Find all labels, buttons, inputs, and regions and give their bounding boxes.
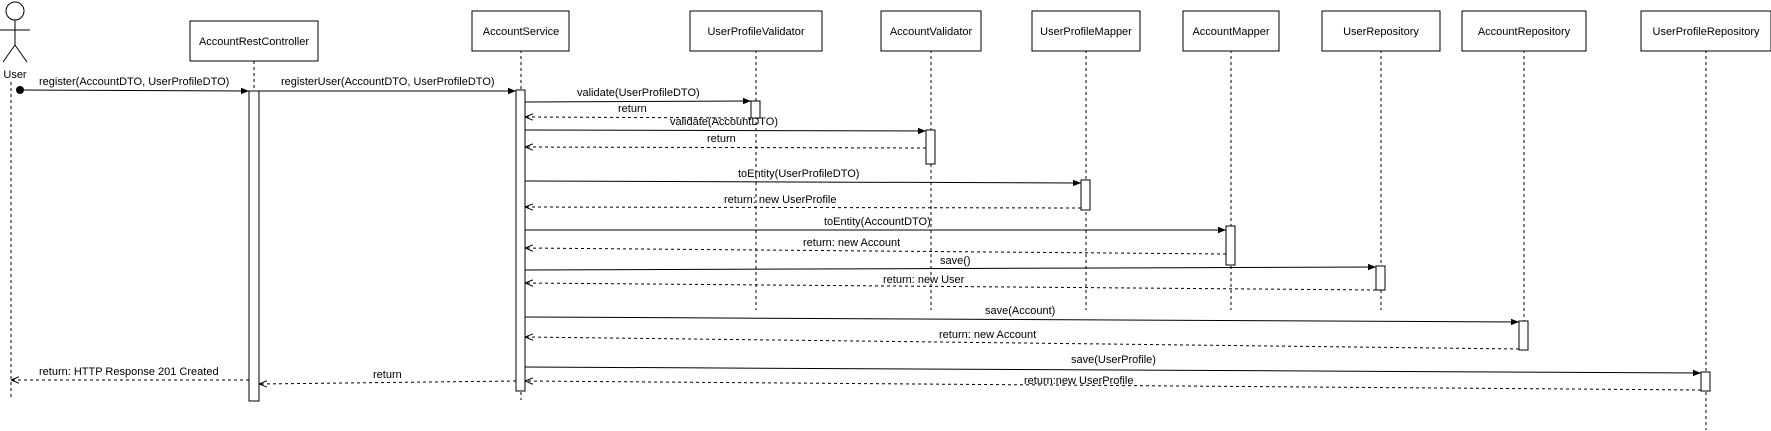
activation-bar xyxy=(515,89,526,392)
message-return-user-profile-validator: return xyxy=(525,103,752,118)
participant-label: UserProfileValidator xyxy=(707,26,804,38)
participant-box xyxy=(689,10,823,52)
participant-box xyxy=(471,10,570,52)
participant-label: UserProfileMapper xyxy=(1040,26,1132,38)
participant-label: AccountService xyxy=(483,26,559,38)
message-validate-user-profile: validate(UserProfileDTO) xyxy=(524,87,752,105)
participant-box xyxy=(1031,10,1141,52)
participant-user-profile-validator: UserProfileValidator xyxy=(689,10,823,310)
message-label: return: new Account xyxy=(803,237,900,249)
message-label: save(UserProfile) xyxy=(1071,354,1156,366)
activation-bar xyxy=(1518,320,1529,351)
activation-bar xyxy=(1375,265,1386,291)
participant-box xyxy=(1640,10,1771,52)
participant-account-repository: AccountRepository xyxy=(1461,10,1587,351)
participant-account-validator: AccountValidator xyxy=(880,10,982,310)
message-to-entity-account: toEntity(AccountDTO) xyxy=(525,216,1226,234)
message-return-account-repository: return: new Account xyxy=(525,329,1520,350)
message-save-user: save() xyxy=(524,255,1377,271)
activation-bar xyxy=(1080,179,1091,211)
participant-account-service: AccountService xyxy=(471,10,570,400)
message-label: validate(UserProfileDTO) xyxy=(577,87,700,99)
actor-user: User xyxy=(0,1,30,400)
participant-account-rest-controller: AccountRestController xyxy=(189,20,319,402)
participant-label: AccountRestController xyxy=(199,36,309,48)
message-save-account: save(Account) xyxy=(524,305,1520,326)
message-validate-account: validate(AccountDTO) xyxy=(524,116,927,135)
actor-user-label: User xyxy=(3,69,27,81)
message-return-account-mapper: return: new Account xyxy=(525,237,1227,255)
message-label: save() xyxy=(940,255,971,267)
message-to-entity-user-profile: toEntity(UserProfileDTO) xyxy=(524,168,1082,187)
message-return-account-service: return xyxy=(259,369,517,384)
participant-box xyxy=(1461,10,1587,52)
message-label: toEntity(UserProfileDTO) xyxy=(738,168,859,180)
participant-box xyxy=(1321,10,1441,52)
user-figure-icon xyxy=(0,1,30,63)
message-label: return: new User xyxy=(883,274,965,286)
message-label: return xyxy=(373,369,402,381)
message-label: return xyxy=(618,103,647,115)
message-label: return: new Account xyxy=(939,329,1036,341)
participant-box xyxy=(189,20,319,62)
message-save-user-profile: save(UserProfile) xyxy=(524,354,1702,377)
message-label: return: new UserProfile xyxy=(724,194,837,206)
participant-user-profile-repository: UserProfileRepository xyxy=(1640,10,1771,430)
message-return-user-profile-mapper: return: new UserProfile xyxy=(525,194,1082,208)
message-label: register(AccountDTO, UserProfileDTO) xyxy=(39,76,229,88)
message-label: return:new UserProfile xyxy=(1024,375,1133,387)
message-return-user-repository: return: new User xyxy=(525,274,1377,291)
message-label: registerUser(AccountDTO, UserProfileDTO) xyxy=(281,76,495,88)
participant-label: AccountRepository xyxy=(1478,26,1571,38)
message-register-user: registerUser(AccountDTO, UserProfileDTO) xyxy=(259,76,516,95)
message-register: register(AccountDTO, UserProfileDTO) xyxy=(16,76,250,95)
message-return-user-profile-repository: return:new UserProfile xyxy=(525,375,1702,391)
participant-box xyxy=(880,10,982,52)
message-label: save(Account) xyxy=(985,305,1055,317)
message-return-account-validator: return xyxy=(525,133,927,148)
message-label: validate(AccountDTO) xyxy=(670,116,778,128)
activation-bar xyxy=(750,100,761,119)
participant-label: AccountMapper xyxy=(1192,26,1269,38)
activation-bar xyxy=(1225,225,1236,266)
participant-label: AccountValidator xyxy=(890,26,973,38)
participant-user-profile-mapper: UserProfileMapper xyxy=(1031,10,1141,310)
participant-box xyxy=(1182,10,1280,52)
activation-bar xyxy=(248,90,260,402)
message-return-http-response: return: HTTP Response 201 Created xyxy=(11,366,249,380)
message-label: toEntity(AccountDTO) xyxy=(824,216,931,228)
message-label: return xyxy=(707,133,736,145)
participant-account-mapper: AccountMapper xyxy=(1182,10,1280,310)
activation-bar xyxy=(1700,371,1711,392)
activation-bar xyxy=(925,129,936,165)
participant-user-repository: UserRepository xyxy=(1321,10,1441,310)
participant-label: UserProfileRepository xyxy=(1653,26,1760,38)
message-label: return: HTTP Response 201 Created xyxy=(39,366,219,378)
participant-label: UserRepository xyxy=(1343,26,1419,38)
